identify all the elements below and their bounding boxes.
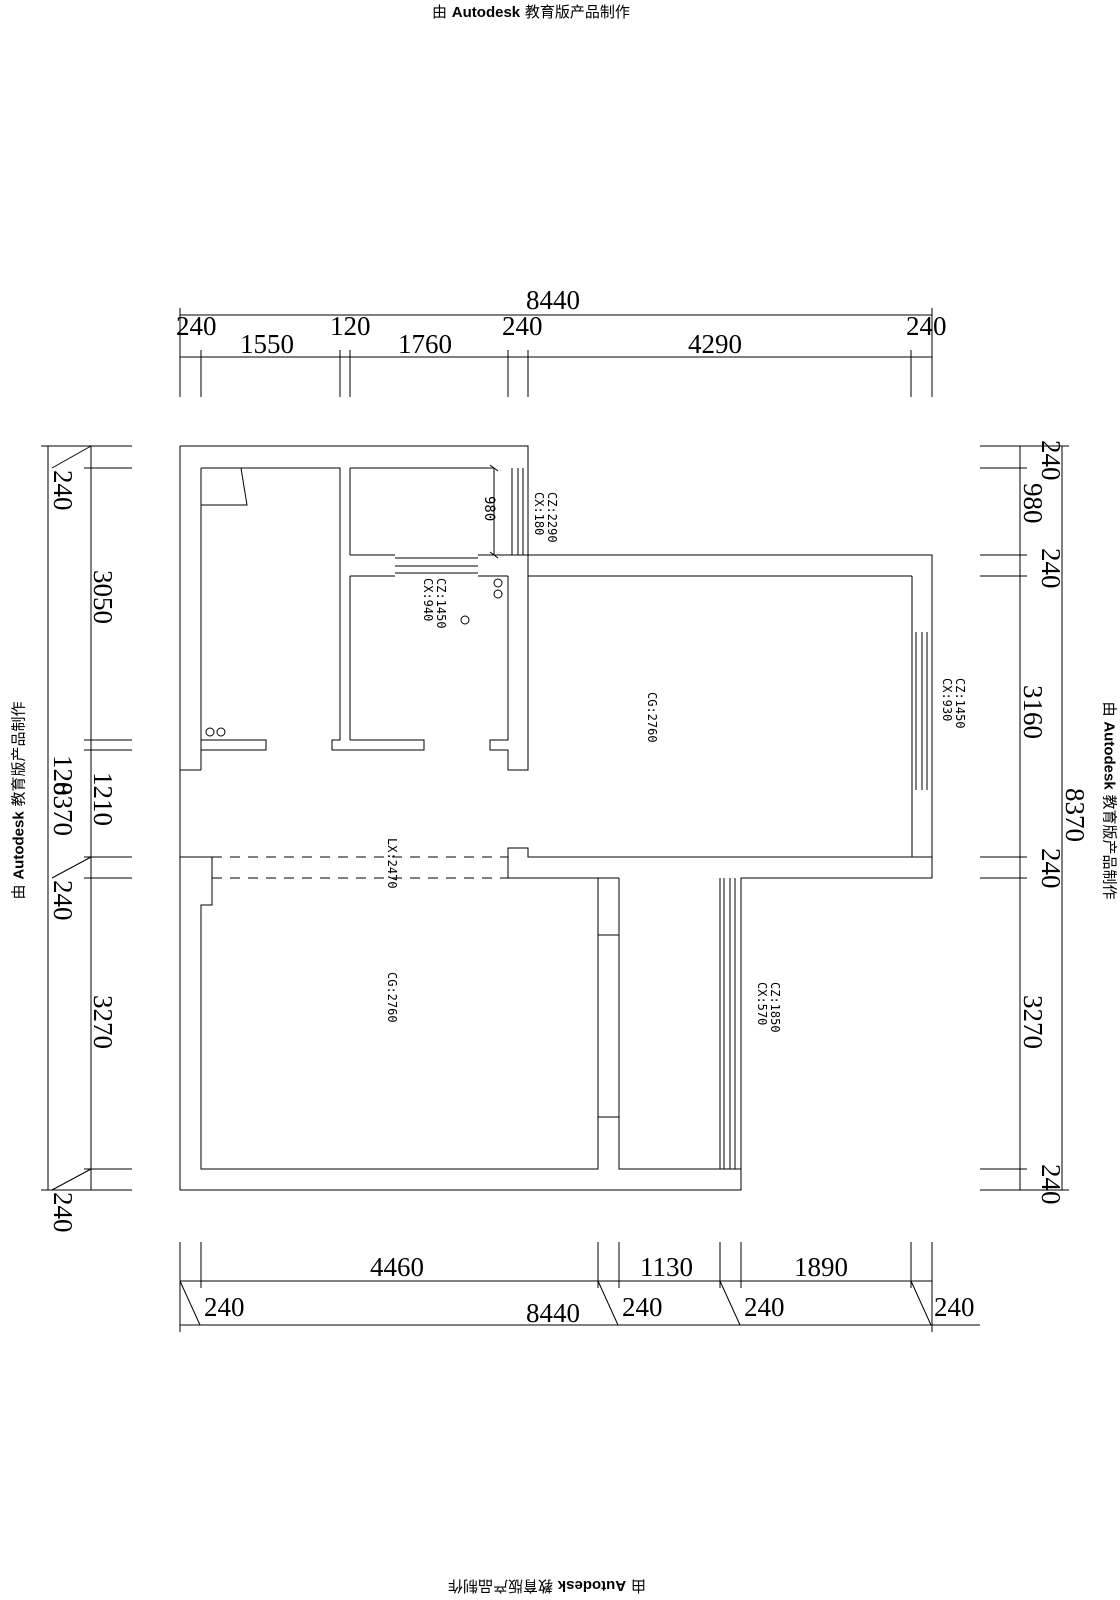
bottom-dim-4: 1130 [640,1252,693,1282]
right-dim-4: 3160 [1018,685,1048,739]
left-total-dim: 8370 [48,782,78,836]
fixtures [205,578,503,737]
right-dim-2: 980 [1018,483,1048,524]
top-total-dim: 8440 [526,285,580,315]
top-dim-4: 1760 [398,329,452,359]
left-dim-7: 240 [48,1192,78,1233]
left-dim-6: 3270 [88,995,118,1049]
top-dimension-lines [179,308,933,397]
right-dim-5: 240 [1036,848,1066,889]
bottom-dim-6: 1890 [794,1252,848,1282]
window-balcony-cx: CX:570 [755,982,769,1025]
window-top-cz: CZ:2290 [545,492,559,543]
top-dim-5: 240 [502,311,543,341]
top-dim-3: 120 [330,311,371,341]
window-top-cx: CX:180 [532,492,546,535]
bottom-dim-2: 4460 [370,1252,424,1282]
left-dim-5: 240 [48,880,78,921]
room-top-right-height: CG:2760 [645,692,659,743]
left-dim-4: 1210 [88,772,118,826]
walls [179,445,933,1191]
right-dim-7: 240 [1036,1164,1066,1205]
window-right-cz: CZ:1450 [953,678,967,729]
top-dim-6: 4290 [688,329,742,359]
left-dimension-lines [41,445,132,1191]
bottom-dimension-lines [179,1242,980,1332]
window-right-cx: CX:930 [940,678,954,721]
top-dim-7: 240 [906,311,947,341]
window-balcony-cz: CZ:1850 [768,982,782,1033]
right-total-dim: 8370 [1060,788,1090,842]
bottom-dim-5: 240 [744,1292,785,1322]
left-dim-2: 3050 [88,570,118,624]
right-dimension-lines [980,445,1069,1191]
beam-label: LX:2470 [385,838,399,889]
door-width-label: 980 [481,496,497,521]
left-dim-3: 120 [48,755,78,796]
right-dim-6: 3270 [1018,995,1048,1049]
right-dim-1: 240 [1036,440,1066,481]
top-dim-2: 1550 [240,329,294,359]
right-dim-3: 240 [1036,548,1066,589]
left-dim-1: 240 [48,470,78,511]
bottom-dim-1: 240 [204,1292,245,1322]
window-mid-cx: CX:940 [421,578,435,621]
watermark-top: 由 Autodesk 教育版产品制作 [432,3,630,21]
bottom-total-dim: 8440 [526,1298,580,1328]
beam-line [212,856,508,879]
top-dim-1: 240 [176,311,217,341]
window-mid-cz: CZ:1450 [434,578,448,629]
windows [395,468,928,1170]
bottom-dim-3: 240 [622,1292,663,1322]
bottom-dim-7: 240 [934,1292,975,1322]
door-opening [489,464,499,559]
room-bottom-left-height: CG:2760 [385,972,399,1023]
